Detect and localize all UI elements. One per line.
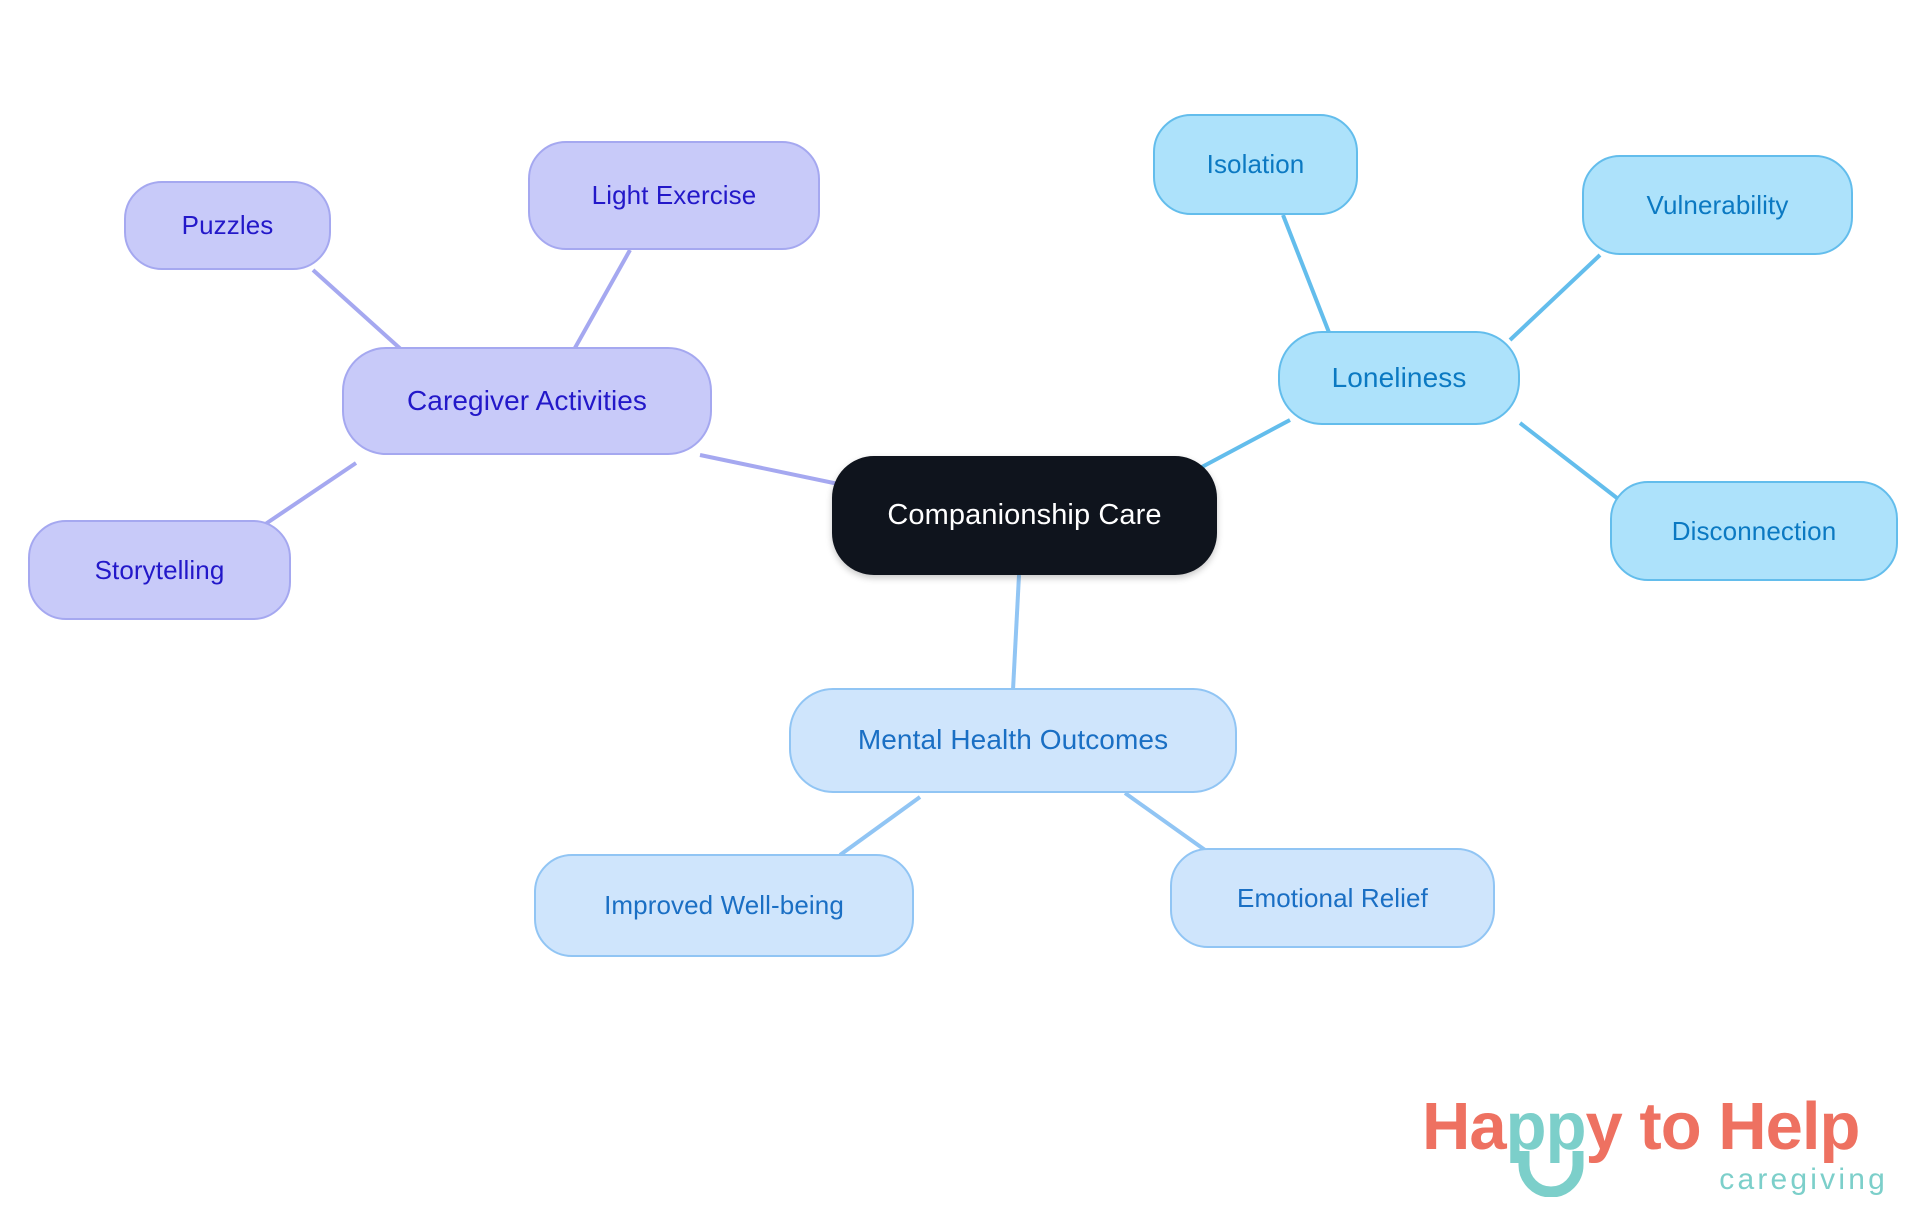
brand-logo: Happy to Help caregiving bbox=[1422, 1093, 1892, 1205]
edge-caregiver-to-storytelling bbox=[259, 461, 358, 529]
brand-wordmark: Happy to Help bbox=[1422, 1093, 1860, 1160]
node-light-exercise-label: Light Exercise bbox=[591, 180, 757, 211]
node-mental-health-outcomes-label: Mental Health Outcomes bbox=[857, 724, 1169, 756]
node-disconnection-label: Disconnection bbox=[1671, 515, 1837, 546]
brand-letter-a: a bbox=[1469, 1089, 1506, 1164]
edge-loneliness-to-isolation bbox=[1281, 214, 1332, 336]
brand-letter-h: H bbox=[1422, 1089, 1470, 1164]
node-caregiver-activities-label: Caregiver Activities bbox=[406, 384, 648, 416]
brand-letter-y: y bbox=[1585, 1089, 1623, 1164]
edge-mental-health-to-well-being bbox=[838, 795, 922, 857]
node-storytelling[interactable]: Storytelling bbox=[28, 520, 291, 620]
node-puzzles[interactable]: Puzzles bbox=[124, 181, 331, 270]
edge-root-to-mental-health bbox=[1011, 574, 1021, 691]
edge-loneliness-to-vulnerability bbox=[1508, 253, 1602, 342]
node-emotional-relief[interactable]: Emotional Relief bbox=[1170, 848, 1495, 948]
smile-icon bbox=[1518, 1151, 1584, 1197]
node-improved-well-being-label: Improved Well-being bbox=[604, 890, 844, 921]
node-loneliness[interactable]: Loneliness bbox=[1278, 331, 1520, 425]
node-companionship-care[interactable]: Companionship Care bbox=[832, 456, 1217, 575]
node-mental-health-outcomes[interactable]: Mental Health Outcomes bbox=[789, 688, 1237, 793]
brand-tagline: caregiving bbox=[1719, 1163, 1888, 1196]
brand-words-to-help: to Help bbox=[1621, 1089, 1860, 1164]
brand-letters-pp: pp bbox=[1505, 1089, 1587, 1164]
node-improved-well-being[interactable]: Improved Well-being bbox=[534, 854, 914, 957]
node-puzzles-label: Puzzles bbox=[181, 210, 274, 241]
node-vulnerability[interactable]: Vulnerability bbox=[1582, 155, 1853, 255]
edge-mental-health-to-emotional-relief bbox=[1123, 791, 1207, 852]
node-storytelling-label: Storytelling bbox=[94, 554, 225, 585]
node-light-exercise[interactable]: Light Exercise bbox=[528, 141, 820, 250]
edge-loneliness-to-disconnection bbox=[1518, 421, 1628, 507]
node-loneliness-label: Loneliness bbox=[1331, 361, 1467, 393]
edge-root-to-loneliness bbox=[1199, 418, 1291, 470]
node-isolation[interactable]: Isolation bbox=[1153, 114, 1358, 215]
edge-caregiver-to-light-exercise bbox=[569, 249, 632, 356]
edge-caregiver-to-root bbox=[699, 453, 849, 488]
node-isolation-label: Isolation bbox=[1206, 149, 1305, 180]
edge-caregiver-to-puzzles bbox=[311, 268, 406, 354]
node-emotional-relief-label: Emotional Relief bbox=[1237, 882, 1428, 913]
node-vulnerability-label: Vulnerability bbox=[1646, 189, 1789, 220]
node-companionship-care-label: Companionship Care bbox=[887, 498, 1162, 531]
node-disconnection[interactable]: Disconnection bbox=[1610, 481, 1898, 581]
node-caregiver-activities[interactable]: Caregiver Activities bbox=[342, 347, 712, 455]
